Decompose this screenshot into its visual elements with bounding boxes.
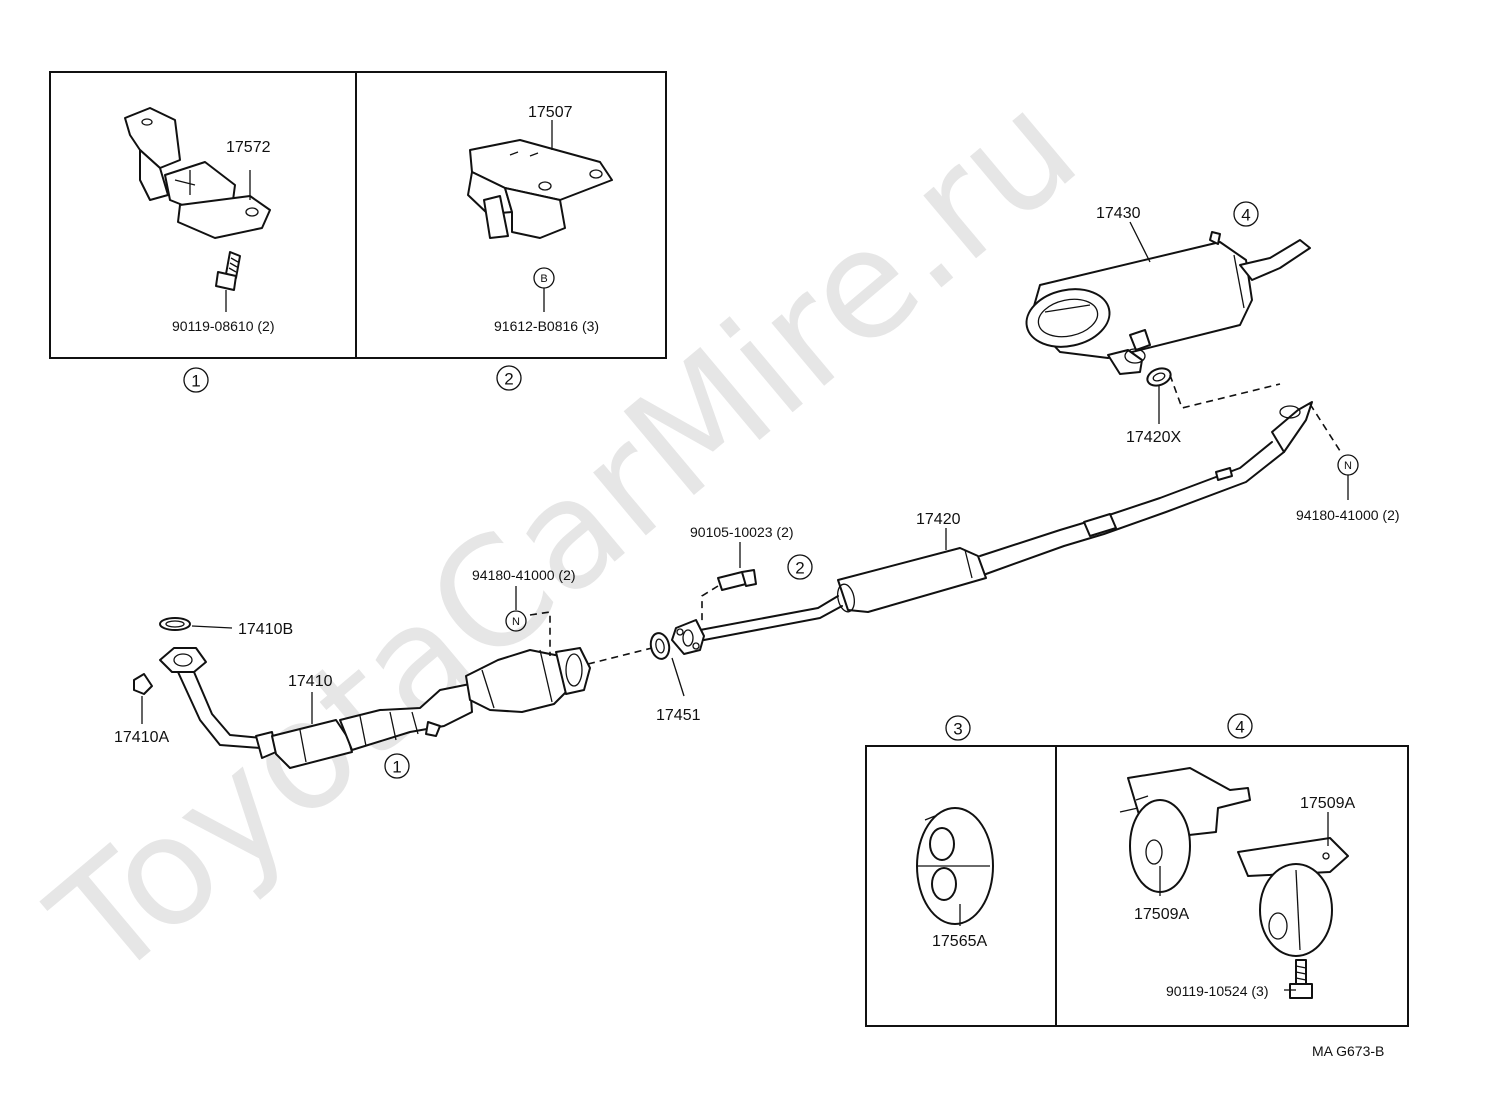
label-17572: 17572 — [226, 139, 271, 156]
label-17565A: 17565A — [932, 933, 987, 950]
gasket-17410b-drawing — [159, 617, 191, 631]
label-17410A: 17410A — [114, 729, 169, 746]
part-17507-drawing — [467, 139, 613, 239]
detail-box-2: 17507 B 91612-B0816 (3) — [355, 71, 667, 359]
gasket-17451-drawing — [649, 632, 671, 660]
label-90119-08610: 90119-08610 (2) — [172, 318, 274, 334]
rear-nut-marker-text: N — [1344, 460, 1352, 472]
tail-muffler-drawing — [1025, 231, 1311, 375]
part-17565A-drawing — [916, 807, 994, 925]
bolt-90119-08610-drawing — [215, 251, 241, 291]
marker-1-main-text: 1 — [392, 758, 401, 777]
label-17451: 17451 — [656, 707, 701, 724]
bolt-b-marker-text: B — [540, 273, 547, 285]
label-17410B: 17410B — [238, 621, 293, 638]
label-17509A-right: 17509A — [1300, 795, 1355, 812]
label-90105-10023: 90105-10023 (2) — [690, 524, 794, 540]
front-nut-marker — [505, 610, 527, 632]
detail-box-3: 17565A — [865, 745, 1057, 1027]
detail-box-4: 17509A 17509A 90119-10524 (3) — [1055, 745, 1409, 1027]
label-17410: 17410 — [288, 673, 333, 690]
footer-code: MA G673-B — [1312, 1043, 1384, 1059]
marker-1-main: 1 — [384, 753, 410, 779]
detail-box-1: 17572 90119-08610 (2) — [49, 71, 357, 359]
part-17509A-left-drawing — [1119, 767, 1251, 893]
front-nut-marker-text: N — [512, 616, 520, 628]
marker-2-main: 2 — [787, 554, 813, 580]
label-17420X: 17420X — [1126, 429, 1181, 446]
bolt-90119-10524-drawing — [1289, 959, 1313, 999]
marker-3-box: 3 — [945, 715, 971, 741]
gasket-17420x-drawing — [1146, 367, 1172, 387]
label-90119-10524: 90119-10524 (3) — [1166, 983, 1268, 999]
label-91612-B0816: 91612-B0816 (3) — [494, 318, 599, 334]
clip-17410a-drawing — [133, 673, 153, 695]
part-17572-drawing — [124, 107, 271, 239]
marker-2-box: 2 — [496, 365, 522, 391]
marker-2-main-text: 2 — [795, 559, 804, 578]
front-pipe-drawing — [159, 647, 591, 769]
marker-1-box-text: 1 — [191, 372, 200, 391]
marker-4-muffler-text: 4 — [1241, 206, 1250, 225]
label-94180-41000-front: 94180-41000 (2) — [472, 567, 576, 583]
detail-box-2-frame — [355, 71, 667, 359]
center-pipe-drawing — [671, 401, 1313, 655]
label-94180-41000-rear: 94180-41000 (2) — [1296, 507, 1400, 523]
label-17507: 17507 — [528, 104, 573, 121]
marker-3-box-text: 3 — [953, 720, 962, 739]
part-17509A-right-drawing — [1237, 837, 1349, 957]
marker-4-box-text: 4 — [1235, 718, 1244, 737]
marker-4-muffler: 4 — [1233, 201, 1259, 227]
detail-box-4-frame — [1055, 745, 1409, 1027]
label-17509A-left: 17509A — [1134, 906, 1189, 923]
label-17420: 17420 — [916, 511, 961, 528]
marker-1-box: 1 — [183, 367, 209, 393]
label-17430: 17430 — [1096, 205, 1141, 222]
marker-4-box: 4 — [1227, 713, 1253, 739]
marker-2-box-text: 2 — [504, 370, 513, 389]
bolt-90105-10023-drawing — [717, 569, 757, 591]
